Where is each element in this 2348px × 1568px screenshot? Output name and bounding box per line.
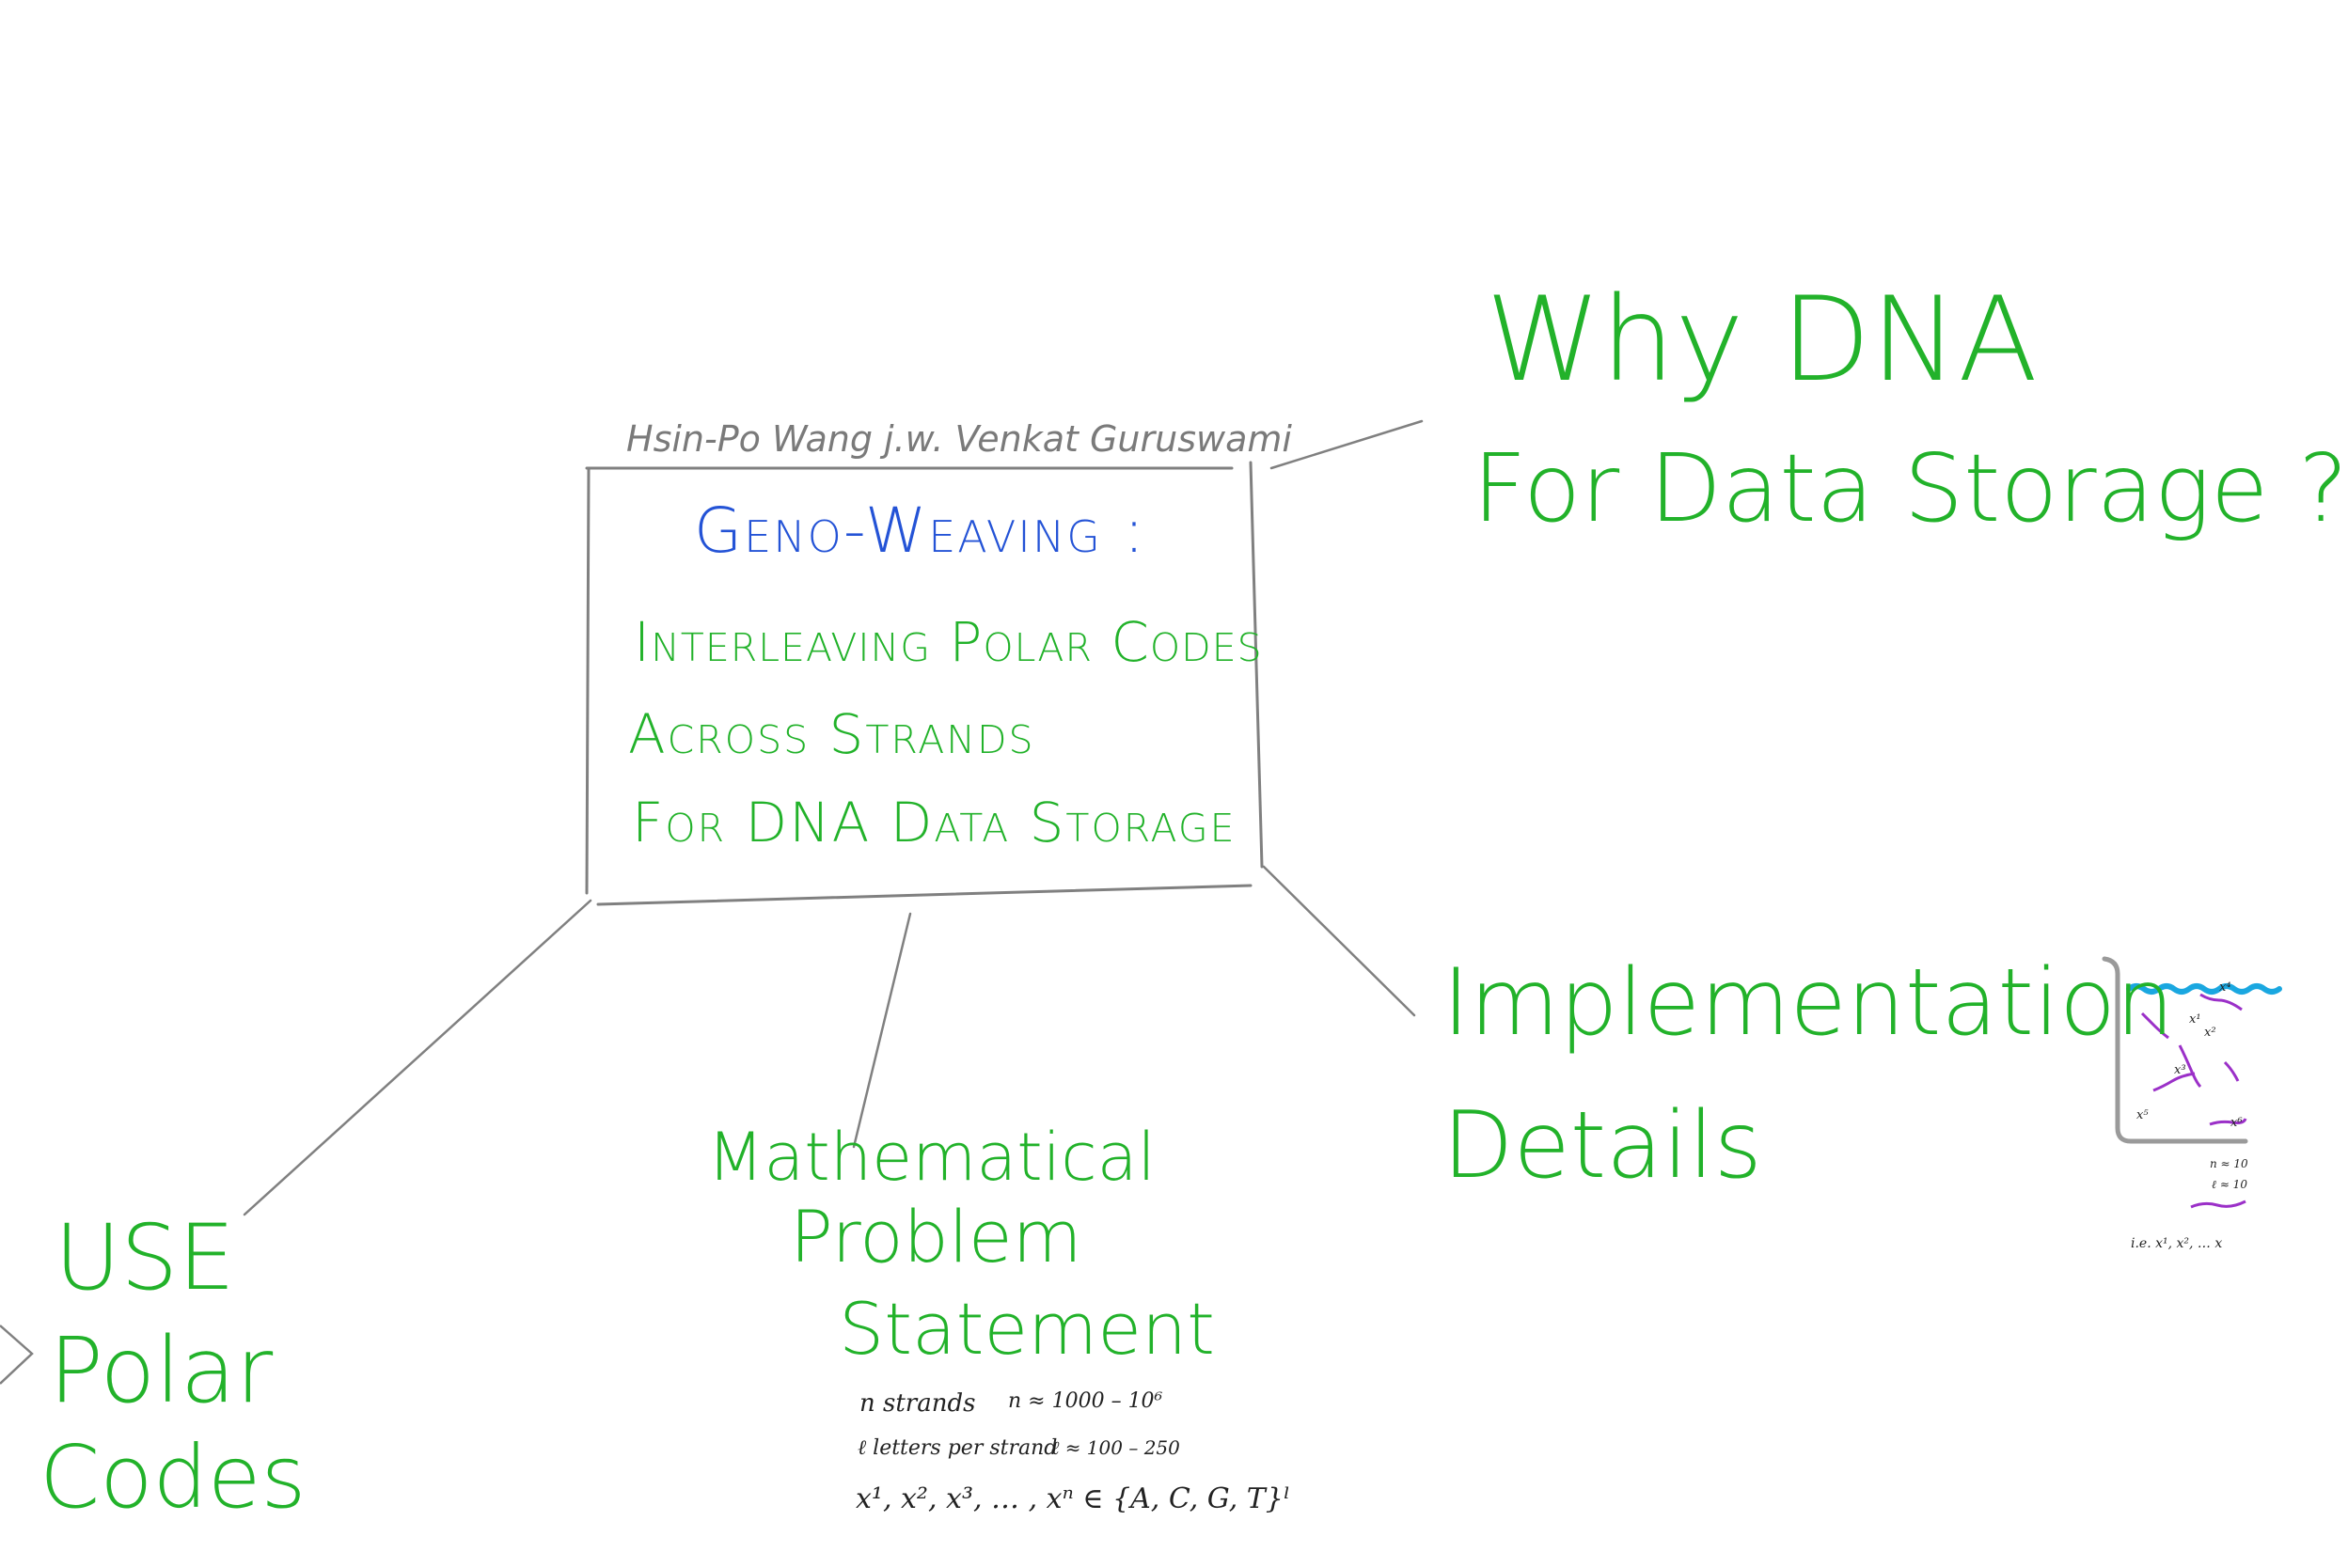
connector-lines	[243, 419, 1424, 1216]
talk-title-line-3: For DNA Data Storage	[632, 791, 1237, 855]
talk-title-line-1: Interleaving Polar Codes	[634, 610, 1263, 674]
thumbnail-strand-6	[2209, 1118, 2247, 1126]
offscreen-arrow-shape	[0, 1325, 34, 1385]
note-strand-length: ℓ letters per strand	[858, 1436, 1058, 1460]
implementation-title: Implementation	[1442, 949, 2175, 1057]
math-problem-line-3: Statement	[839, 1287, 1215, 1371]
connector-why-dna	[1269, 419, 1424, 470]
whiteboard-canvas	[0, 419, 2282, 1385]
note-strand-count-range: n ≈ 1000 – 10⁶	[1008, 1389, 1163, 1413]
strands-thumbnail	[2102, 956, 2282, 1209]
polar-codes-line-3: Codes	[39, 1427, 307, 1528]
note-strand-alphabet-formula: x¹, x², x³, … , xⁿ ∈ {A, C, G, T}ˡ	[856, 1482, 1291, 1515]
thumbnail-label-4: x⁴	[2219, 980, 2231, 995]
title-box-bottom-edge	[596, 884, 1253, 906]
thumbnail-label-1: x¹	[2189, 1012, 2201, 1027]
thumbnail-caption-2: ℓ ≈ 10	[2212, 1178, 2247, 1191]
thumbnail-strand-3	[2178, 1044, 2202, 1089]
title-box-right-edge	[1249, 461, 1264, 869]
thumbnail-strand-1	[2140, 1011, 2169, 1040]
thumbnail-label-6: x⁶	[2230, 1116, 2243, 1130]
note-strand-length-range: ℓ ≈ 100 – 250	[1051, 1436, 1180, 1459]
thumbnail-label-3: x³	[2174, 1063, 2186, 1077]
thumbnail-frame	[2102, 956, 2248, 1144]
polar-codes-line-1: USE	[55, 1205, 235, 1310]
thumbnail-strand-2	[2199, 993, 2243, 1011]
math-problem-line-1: Mathematical	[707, 1119, 1156, 1196]
authors-line: Hsin-Po Wang j.w. Venkat Guruswami	[626, 418, 1292, 460]
math-problem-line-2: Problem	[790, 1195, 1082, 1278]
note-strand-count: n strands	[859, 1389, 976, 1418]
thumbnail-cyan-strand	[2126, 983, 2282, 995]
connector-implementation	[1262, 865, 1416, 1017]
thumbnail-caption-3: i.e. x¹, x², … x	[2131, 1236, 2223, 1251]
title-box-frame	[585, 461, 1264, 906]
implementation-subtitle: Details	[1442, 1092, 1762, 1200]
thumbnail-caption-1: n ≈ 10	[2210, 1157, 2248, 1170]
title-box-left-edge	[585, 466, 591, 895]
thumbnail-strand-7	[2190, 1200, 2246, 1209]
talk-title-heading: Geno-Weaving :	[694, 494, 1147, 567]
thumbnail-label-5: x⁵	[2136, 1108, 2149, 1122]
why-dna-subtitle: For Data Storage ?	[1473, 433, 2348, 543]
thumbnail-strand-5	[2152, 1072, 2196, 1092]
connector-polar-codes	[243, 899, 592, 1216]
polar-codes-line-2: Polar	[49, 1318, 274, 1423]
connector-math-problem	[852, 912, 912, 1149]
talk-title-line-2: Across Strands	[628, 702, 1035, 766]
thumbnail-strand-4	[2223, 1060, 2240, 1082]
why-dna-title: Why DNA	[1486, 273, 2039, 408]
thumbnail-label-2: x²	[2204, 1026, 2216, 1040]
